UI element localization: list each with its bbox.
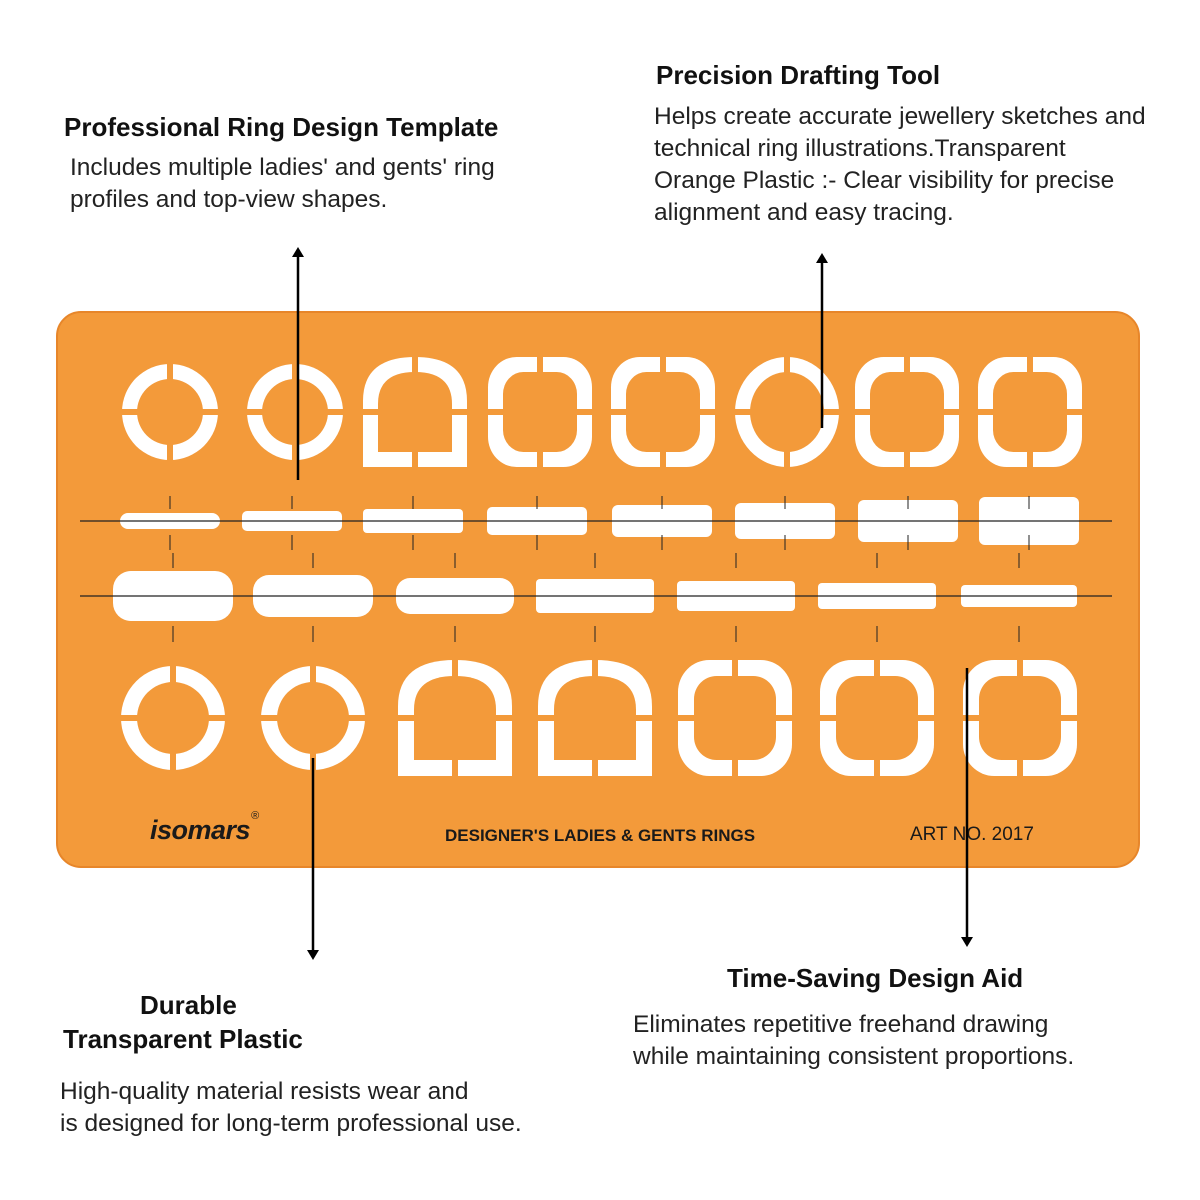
callout-title-time-saving: Time-Saving Design Aid [727, 963, 1024, 993]
ring-profile-cutout-bottom [396, 658, 514, 778]
stencil-art-number: ART NO. 2017 [910, 824, 1034, 845]
callout-text-durable-line-2: is designed for long-term professional u… [60, 1110, 522, 1137]
ring-profile-cutout-bottom [961, 658, 1079, 778]
stencil-guide-lines [80, 496, 1112, 642]
ring-profile-cutout-top [245, 362, 345, 462]
callout-title-durable-line-1: Durable [140, 990, 237, 1020]
callout-text-ring-design-template-line-1: Includes multiple ladies' and gents' rin… [70, 154, 495, 181]
ring-profile-cutout-bottom [818, 658, 936, 778]
ring-profile-cutout-top [609, 355, 717, 469]
callout-title-durable-line-2: Transparent Plastic [63, 1024, 303, 1054]
ring-profile-cutout-bottom [119, 664, 227, 772]
callout-text-precision-line-1: Helps create accurate jewellery sketches… [654, 103, 1146, 130]
callout-text-time-saving-line-2: while maintaining consistent proportions… [633, 1043, 1075, 1070]
callout-text-durable-line-1: High-quality material resists wear and [60, 1078, 469, 1105]
callout-text-time-saving-line-1: Eliminates repetitive freehand drawing [633, 1011, 1049, 1038]
brand-logo: isomars® [150, 810, 259, 845]
ring-profile-cutout-top [733, 355, 841, 469]
callout-text-precision-line-2: technical ring illustrations.Transparent [654, 135, 1066, 162]
callout-text-precision-line-3: Orange Plastic :- Clear visibility for p… [654, 167, 1115, 194]
ring-profile-cutout-bottom [259, 664, 367, 772]
ring-profile-cutout-bottom [536, 658, 654, 778]
stencil-caption: DESIGNER'S LADIES & GENTS RINGS [445, 826, 756, 845]
ring-profile-cutout-top [120, 362, 220, 462]
callout-title-ring-design-template: Professional Ring Design Template [64, 112, 499, 142]
callout-text-precision-line-4: alignment and easy tracing. [654, 199, 954, 226]
callout-text-ring-design-template-line-2: profiles and top-view shapes. [70, 186, 388, 213]
ring-profile-cutout-top [361, 355, 469, 469]
ring-profile-cutout-top [486, 355, 594, 469]
ring-profile-cutout-top [853, 355, 961, 469]
ring-profile-cutout-bottom [676, 658, 794, 778]
ring-profile-cutout-top [976, 355, 1084, 469]
callout-title-precision-drafting-tool: Precision Drafting Tool [656, 60, 941, 90]
